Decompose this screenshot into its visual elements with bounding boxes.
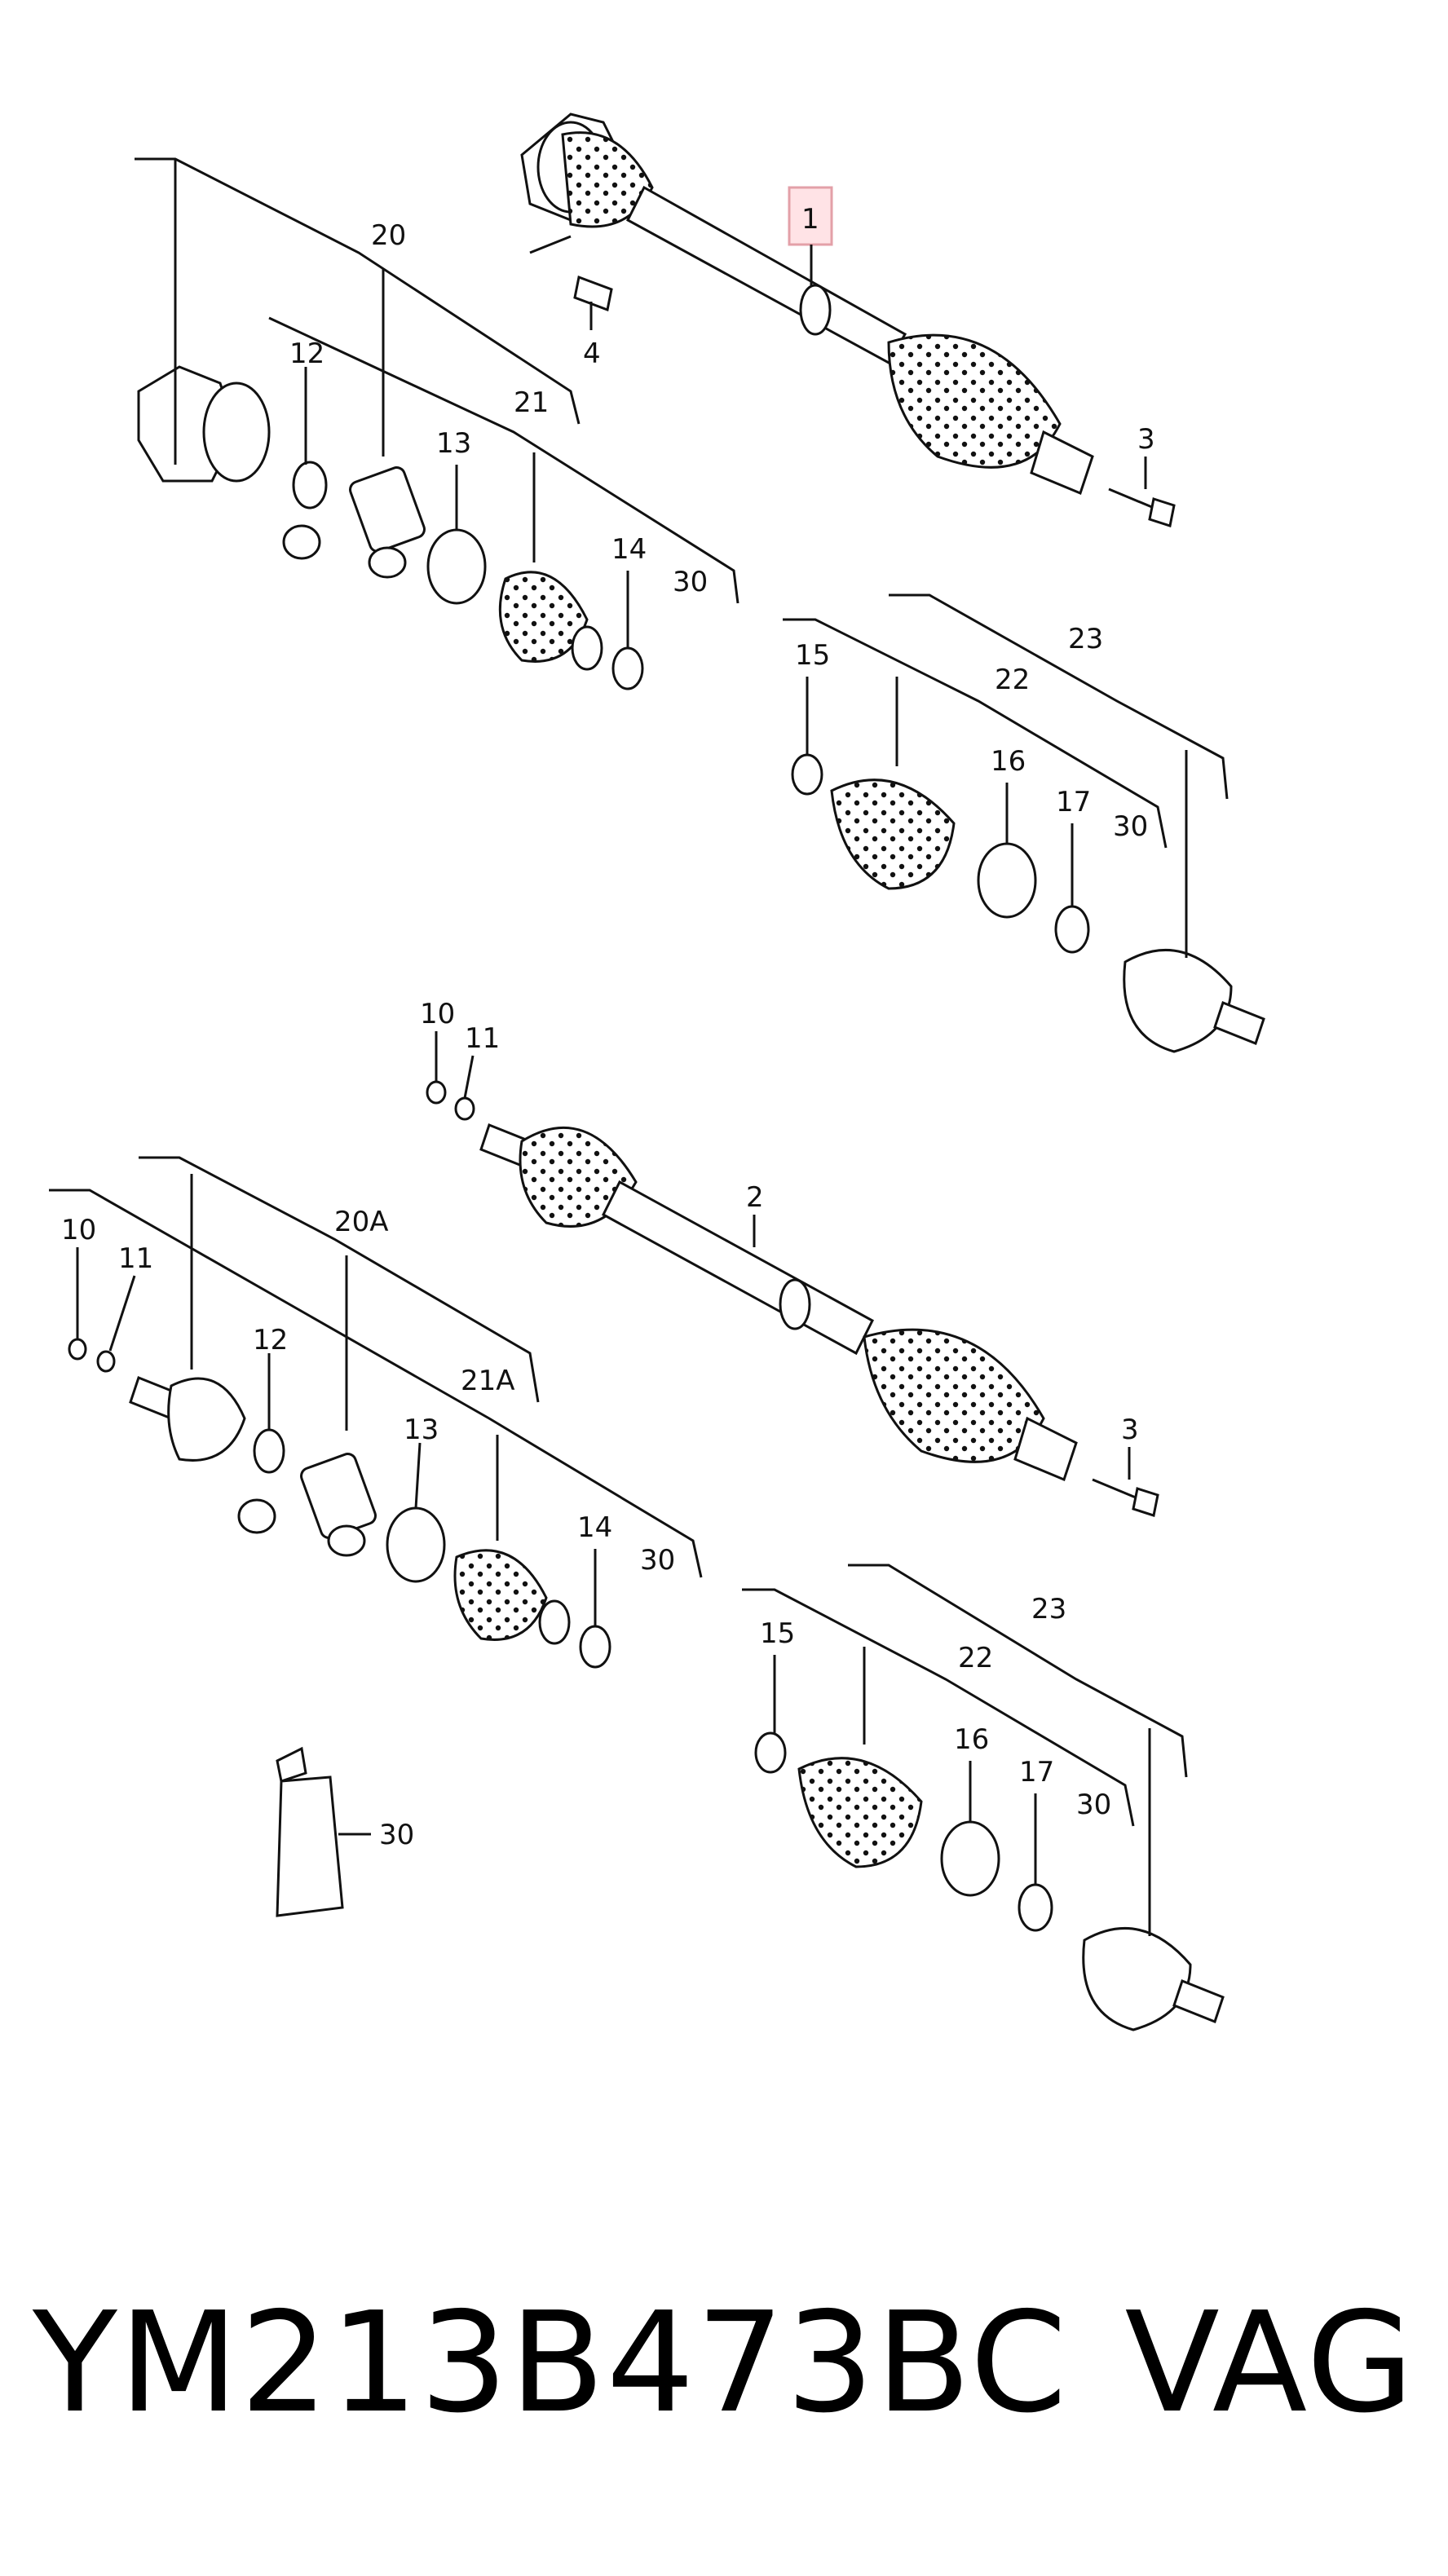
callout-12: 12 xyxy=(289,337,324,370)
callout-30: 30 xyxy=(1113,810,1148,843)
callout-30: 30 xyxy=(673,566,708,598)
callout-22: 22 xyxy=(958,1642,993,1674)
callout-21A: 21A xyxy=(461,1365,515,1397)
boot-kit-22-lower xyxy=(754,1731,1053,1932)
part-number: YM213B473BC xyxy=(33,2283,1069,2444)
callout-3: 3 xyxy=(1137,423,1155,456)
boot-21 xyxy=(498,571,603,671)
outer-joint-23-lower xyxy=(1082,1927,1225,2031)
callout-1: 1 xyxy=(801,203,819,236)
inner-joint-kit-20 xyxy=(137,365,426,579)
callout-30: 30 xyxy=(1076,1789,1111,1821)
circlips-10-11-upper xyxy=(426,1080,475,1121)
callout-4: 4 xyxy=(583,337,601,370)
callout-16: 16 xyxy=(954,1723,989,1756)
callout-17: 17 xyxy=(1019,1756,1054,1789)
grease-tube-30 xyxy=(276,1746,344,1917)
inner-joint-kit-20A xyxy=(68,1338,377,1557)
callout-10: 10 xyxy=(61,1214,96,1246)
boot-kit-22-upper xyxy=(791,753,1090,954)
outer-joint-23-upper xyxy=(1123,949,1265,1053)
leader-lines xyxy=(49,157,1229,1936)
callout-21: 21 xyxy=(514,386,549,419)
callout-20: 20 xyxy=(371,219,406,252)
callout-labels: 1 2 3 3 4 20 20A 21 21A 12 12 13 13 14 1… xyxy=(61,203,1155,1851)
callout-13: 13 xyxy=(436,427,471,460)
callout-14: 14 xyxy=(611,533,647,566)
callout-11: 11 xyxy=(118,1242,153,1275)
bolt-4 xyxy=(529,235,613,312)
callout-11: 11 xyxy=(465,1022,500,1055)
clamp-13 xyxy=(426,528,487,605)
callout-12: 12 xyxy=(253,1324,288,1356)
callout-15: 15 xyxy=(795,639,830,672)
callout-17: 17 xyxy=(1056,786,1091,818)
callout-15: 15 xyxy=(760,1617,795,1650)
highlight-box xyxy=(788,186,833,246)
clamp-14 xyxy=(611,646,644,690)
callout-10: 10 xyxy=(420,998,455,1030)
callout-30: 30 xyxy=(379,1819,414,1851)
callout-23: 23 xyxy=(1031,1593,1066,1625)
callout-22: 22 xyxy=(995,664,1030,696)
callout-2: 2 xyxy=(746,1181,764,1214)
clamp-13-lower xyxy=(386,1506,446,1583)
drive-shaft-2 xyxy=(479,1123,1078,1482)
callout-20A: 20A xyxy=(334,1206,389,1238)
clamp-14-lower xyxy=(579,1625,611,1669)
bolt-3-upper xyxy=(1108,487,1176,527)
callout-14: 14 xyxy=(577,1511,612,1544)
footer: YM213B473BC VAG xyxy=(0,2283,1448,2446)
callout-16: 16 xyxy=(991,745,1026,778)
callout-23: 23 xyxy=(1068,623,1103,655)
boot-21A xyxy=(453,1549,571,1645)
callout-3: 3 xyxy=(1121,1414,1139,1446)
callout-30: 30 xyxy=(640,1544,675,1577)
callout-13: 13 xyxy=(404,1414,439,1446)
exploded-parts-diagram: 1 2 3 3 4 20 20A 21 21A 12 12 13 13 14 1… xyxy=(49,112,1265,2031)
bolt-3-lower xyxy=(1092,1478,1159,1517)
brand-name: VAG xyxy=(1124,2283,1415,2444)
drive-shaft-1 xyxy=(520,112,1094,496)
